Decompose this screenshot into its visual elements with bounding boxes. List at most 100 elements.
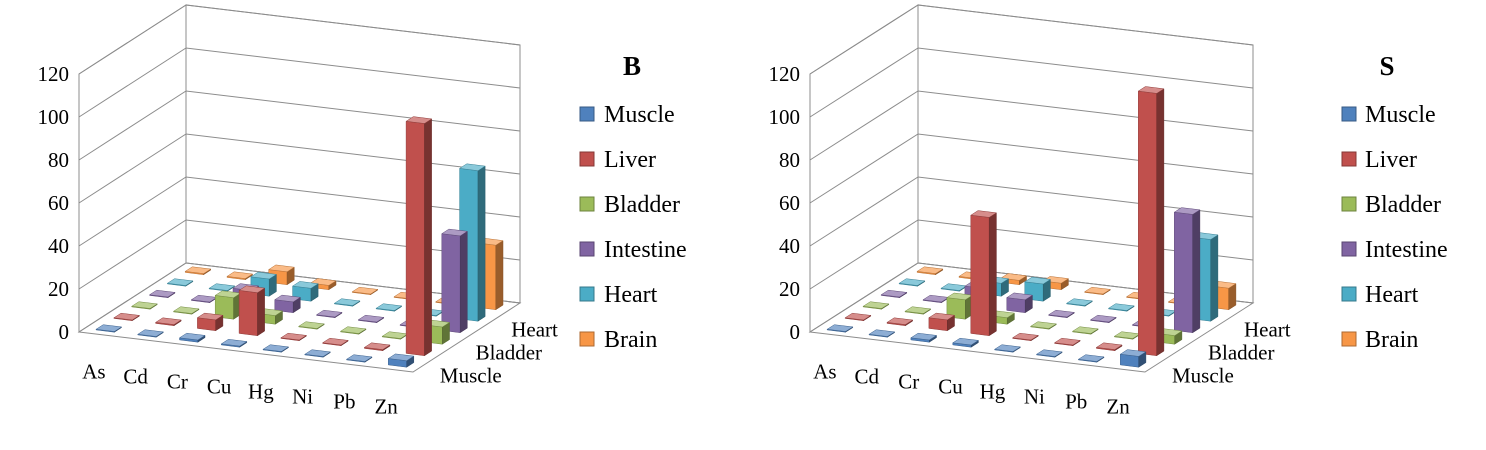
legend-item-liver: Liver: [579, 147, 656, 173]
category-label-pb: Pb: [333, 390, 355, 414]
legend-swatch: [579, 151, 595, 167]
bar-bladder-as: [862, 301, 890, 310]
legend-swatch: [1341, 286, 1357, 302]
bar-muscle-cd: [137, 329, 165, 338]
bar-liver-hg: [280, 332, 308, 342]
y-tick-label: 120: [769, 62, 801, 86]
legend-swatch: [579, 196, 595, 212]
bar-heart-as: [898, 278, 926, 287]
legend-swatch: [1341, 151, 1357, 167]
legend-swatch: [1341, 196, 1357, 212]
legend-swatch: [579, 331, 595, 347]
y-tick-label: 40: [48, 234, 69, 258]
bar-heart-cd: [208, 283, 236, 292]
bar-heart-hg: [1065, 298, 1094, 307]
y-tick-label: 60: [48, 191, 69, 215]
legend-item-heart: Heart: [1341, 282, 1419, 308]
depth-label-bladder: Bladder: [476, 340, 542, 364]
category-label-hg: Hg: [248, 380, 274, 404]
legend-item-intestine: Intestine: [579, 237, 687, 263]
bar-muscle-cr: [910, 332, 938, 343]
bar-intestine-cu: [1006, 292, 1034, 314]
bar-muscle-as: [826, 324, 854, 333]
y-tick-label: 20: [779, 277, 800, 301]
legend-label: Heart: [604, 282, 658, 308]
bar-muscle-hg: [993, 344, 1022, 353]
bar-intestine-hg: [315, 309, 343, 319]
bar-intestine-cu: [274, 294, 302, 314]
bar-intestine-ni: [1089, 314, 1117, 324]
y-tick-label: 80: [48, 148, 69, 172]
bar-brain-as: [184, 266, 212, 276]
bar-intestine-as: [148, 289, 176, 299]
category-label-pb: Pb: [1065, 390, 1087, 414]
bar-liver-pb: [363, 342, 391, 352]
gridline: [78, 4, 521, 75]
bar-liver-cd: [886, 317, 914, 327]
bar-brain-cr: [1000, 273, 1028, 286]
gridline: [78, 47, 521, 118]
depth-label-heart: Heart: [511, 317, 558, 341]
bar-intestine-zn: [1173, 207, 1201, 334]
bar-heart-as: [166, 278, 194, 287]
legend-label: Brain: [604, 327, 657, 353]
bar-liver-cr: [928, 312, 956, 332]
category-label-zn: Zn: [374, 395, 398, 419]
depth-label-heart: Heart: [1244, 317, 1291, 341]
y-tick-label: 0: [790, 320, 801, 344]
bar-intestine-cd: [922, 294, 950, 304]
bar-intestine-ni: [357, 314, 385, 324]
legend-label: Muscle: [604, 102, 675, 128]
bar-liver-cd: [154, 317, 182, 327]
bar-brain-hg: [1083, 286, 1112, 296]
bar-liver-zn: [405, 116, 433, 357]
depth-label-muscle: Muscle: [1172, 363, 1234, 387]
legend-item-liver: Liver: [1341, 147, 1417, 173]
bar-muscle-ni: [1035, 349, 1063, 358]
bar-bladder-cd: [904, 306, 932, 315]
y-tick-label: 60: [779, 191, 800, 215]
legend-label: Bladder: [1365, 192, 1441, 218]
bar-muscle-as: [95, 324, 123, 333]
category-label-zn: Zn: [1106, 395, 1130, 419]
legend-swatch: [579, 241, 595, 257]
bar-brain-as: [916, 266, 944, 276]
category-label-ni: Ni: [292, 385, 313, 409]
bar-heart-hg: [333, 298, 361, 307]
category-label-as: As: [813, 360, 836, 384]
legend-swatch: [1341, 106, 1357, 122]
legend-label: Intestine: [604, 237, 687, 263]
y-tick-label: 40: [779, 234, 800, 258]
bar-muscle-pb: [1077, 354, 1105, 363]
bar-intestine-zn: [441, 228, 469, 334]
bar-muscle-hg: [262, 344, 290, 353]
legend-item-intestine: Intestine: [1341, 237, 1448, 263]
bar-intestine-hg: [1047, 309, 1076, 319]
legend-swatch: [1341, 241, 1357, 257]
bar-heart-cd: [940, 283, 968, 292]
bar-liver-cr: [196, 312, 224, 332]
legend-swatch: [579, 286, 595, 302]
bar-brain-cd: [226, 271, 254, 281]
legend-swatch: [1341, 331, 1357, 347]
bar-bladder-as: [130, 301, 158, 310]
y-tick-label: 120: [38, 62, 70, 86]
gridline: [78, 90, 521, 161]
category-label-ni: Ni: [1024, 385, 1045, 409]
bar-bladder-ni: [1071, 326, 1099, 335]
category-label-cr: Cr: [167, 370, 188, 394]
category-label-hg: Hg: [980, 380, 1006, 404]
y-tick-label: 20: [48, 277, 69, 301]
legend-swatch: [579, 106, 595, 122]
legend-label: Heart: [1365, 282, 1419, 308]
bar-bladder-cr: [946, 292, 974, 320]
bar-liver-as: [844, 312, 872, 322]
bar-intestine-as: [880, 289, 908, 299]
bar-muscle-cu: [220, 339, 248, 348]
legend-item-bladder: Bladder: [1341, 192, 1441, 218]
bar-muscle-zn: [387, 353, 415, 368]
